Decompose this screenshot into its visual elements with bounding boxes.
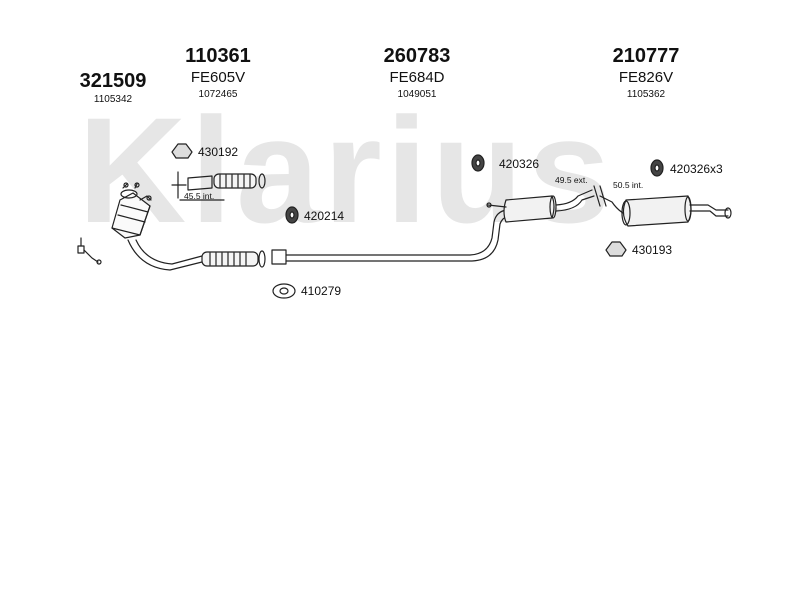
gasket-icon bbox=[272, 283, 296, 299]
fitting-label-430192[interactable]: 430192 bbox=[198, 145, 239, 159]
lambda-sensor-icon bbox=[77, 237, 102, 265]
part-code: FE826V bbox=[618, 69, 674, 86]
dimension-label: 50.5 int. bbox=[613, 180, 644, 190]
rear-silencer-icon bbox=[593, 185, 732, 227]
fitting-label-420326[interactable]: 420326 bbox=[499, 157, 540, 171]
part-reference: 1049051 bbox=[397, 89, 437, 100]
part-210777[interactable]: 210777 FE826V 1105362 bbox=[596, 45, 696, 101]
centre-silencer-icon bbox=[486, 189, 595, 223]
part-321509[interactable]: 321509 1105342 bbox=[68, 70, 158, 106]
part-reference: 1072465 bbox=[198, 89, 238, 100]
rubber-mount-icon bbox=[285, 206, 299, 224]
part-260783[interactable]: 260783 FE684D 1049051 bbox=[367, 45, 467, 101]
fitting-label-420214[interactable]: 420214 bbox=[304, 209, 345, 223]
part-110361[interactable]: 110361 FE605V 1072465 bbox=[168, 45, 268, 101]
catalytic-converter-icon bbox=[111, 182, 152, 239]
bracket-icon bbox=[605, 241, 627, 257]
part-code: FE605V bbox=[190, 69, 246, 86]
flexible-pipe-icon bbox=[171, 171, 266, 201]
part-reference: 1105342 bbox=[93, 94, 133, 105]
part-reference: 1105362 bbox=[626, 89, 666, 100]
fitting-label-410279[interactable]: 410279 bbox=[301, 284, 342, 298]
part-number: 110361 bbox=[185, 45, 251, 67]
part-number: 210777 bbox=[612, 45, 680, 67]
downpipe-icon bbox=[127, 239, 266, 271]
dimension-label: 45.5 int. bbox=[184, 191, 215, 201]
rubber-mount-icon bbox=[471, 154, 485, 172]
bracket-icon bbox=[171, 143, 193, 159]
fitting-label-430193[interactable]: 430193 bbox=[632, 243, 673, 257]
part-code: FE684D bbox=[389, 69, 445, 86]
dimension-label: 49.5 ext. bbox=[555, 175, 588, 185]
part-number: 321509 bbox=[79, 70, 147, 92]
fitting-label-420326x3[interactable]: 420326x3 bbox=[670, 162, 723, 176]
part-number: 260783 bbox=[383, 45, 451, 67]
rubber-mount-icon bbox=[650, 159, 664, 177]
